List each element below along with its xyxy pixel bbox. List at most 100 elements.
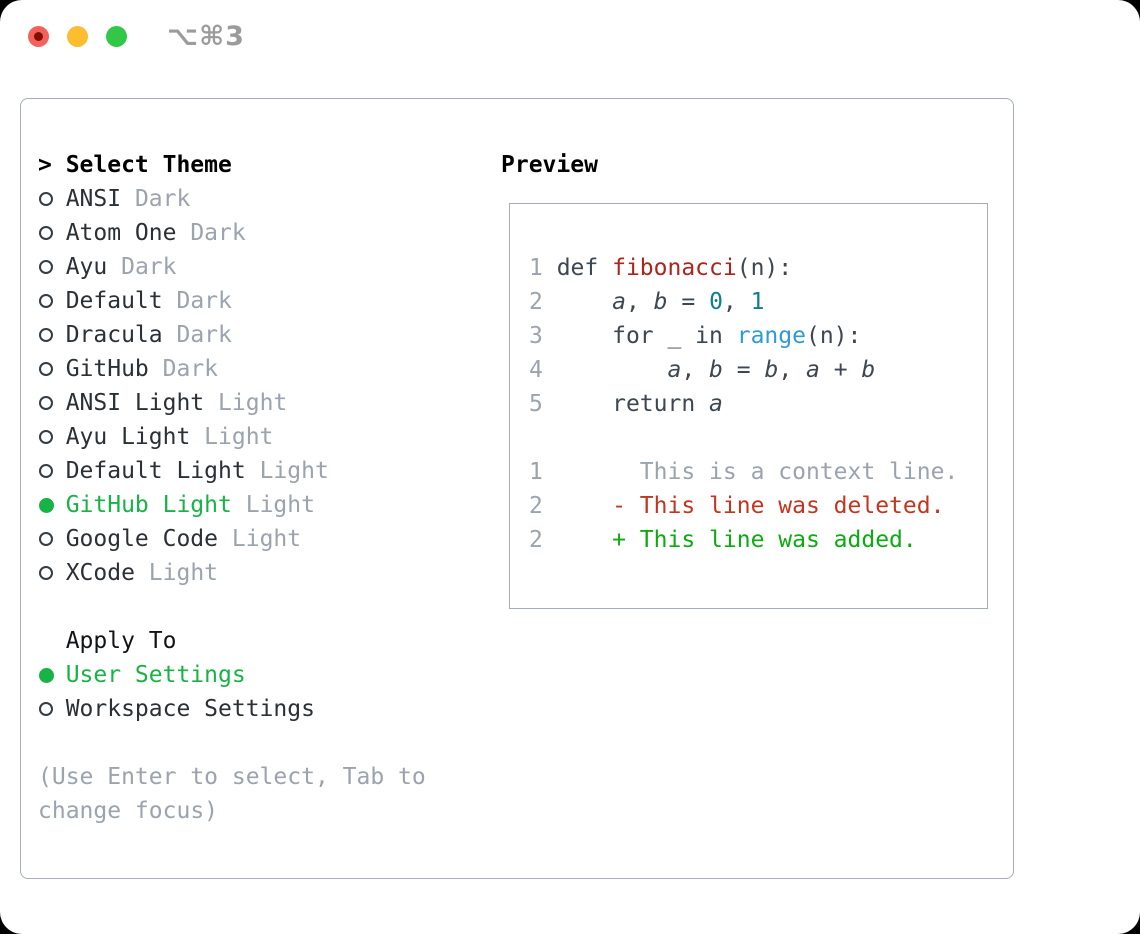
radio-icon	[39, 396, 53, 410]
code-line: 1 This is a context line.	[529, 455, 958, 489]
code-token: a	[667, 357, 682, 383]
theme-option-label: Ayu Dark	[65, 254, 177, 280]
code-token: 1	[750, 289, 765, 315]
theme-option-label: GitHub Dark	[65, 356, 219, 382]
radio-icon	[39, 464, 53, 478]
theme-option[interactable]: Default Light Light	[38, 454, 483, 488]
close-button[interactable]	[28, 26, 49, 47]
code-token: +	[819, 357, 862, 383]
radio-icon	[39, 532, 53, 546]
theme-option[interactable]: ANSI Dark	[38, 182, 483, 216]
code-line: 5 return a	[529, 387, 958, 421]
code-token: for _ in	[556, 323, 737, 349]
theme-option[interactable]: Atom One Dark	[38, 216, 483, 250]
code-line: 3 for _ in range(n):	[529, 319, 958, 353]
code-token: This is a context line.	[556, 459, 959, 485]
theme-option[interactable]: ANSI Light Light	[38, 386, 483, 420]
code-token	[557, 357, 668, 383]
theme-option-label: Default Dark	[65, 288, 232, 314]
theme-option[interactable]: Ayu Light Light	[38, 420, 483, 454]
theme-option-label: Atom One Dark	[65, 220, 246, 246]
theme-panel-title: Select Theme	[65, 152, 232, 178]
code-token: fibonacci	[612, 255, 737, 281]
radio-icon	[39, 294, 53, 308]
code-line: 2 + This line was added.	[529, 523, 958, 557]
code-token: def	[556, 255, 613, 281]
code-line: 1 def fibonacci(n):	[529, 251, 958, 285]
radio-icon	[39, 566, 53, 580]
code-line: 4 a, b = b, a + b	[529, 353, 958, 387]
radio-icon	[39, 430, 53, 444]
titlebar: ⌥⌘3	[0, 0, 1140, 98]
theme-option-label: Ayu Light Light	[65, 424, 274, 450]
window-shortcut-label: ⌥⌘3	[167, 21, 245, 52]
apply-option-label: Workspace Settings	[65, 696, 315, 722]
code-line	[529, 421, 958, 455]
section-gap	[38, 590, 483, 624]
code-token: b	[653, 289, 668, 315]
radio-icon	[39, 260, 53, 274]
theme-option[interactable]: Google Code Light	[38, 522, 483, 556]
theme-option-label: GitHub Light Light	[65, 492, 315, 518]
code-line: 2 a, b = 0, 1	[529, 285, 958, 319]
code-token: ,	[681, 357, 710, 383]
code-token: b	[709, 357, 723, 383]
code-line: 2 - This line was deleted.	[529, 489, 958, 523]
line-number: 1	[529, 255, 557, 281]
theme-option-label: ANSI Light Light	[65, 390, 288, 416]
line-number: 3	[529, 323, 557, 349]
theme-option-label: ANSI Dark	[65, 186, 191, 212]
radio-icon	[39, 362, 53, 376]
apply-option[interactable]: User Settings	[38, 658, 483, 692]
code-token: b	[861, 357, 876, 383]
apply-to-title: Apply To	[65, 628, 177, 654]
code-token: =	[722, 357, 765, 383]
line-number: 2	[529, 527, 557, 553]
line-number: 2	[529, 289, 557, 315]
code-token: a	[709, 391, 723, 417]
code-token: + This line was added.	[556, 527, 917, 553]
code-token: (n):	[736, 255, 793, 281]
preview-title: Preview	[501, 152, 598, 178]
code-token: =	[667, 289, 710, 315]
code-token: - This line was deleted.	[556, 493, 945, 519]
theme-option-label: Google Code Light	[65, 526, 302, 552]
radio-selected-icon	[39, 497, 54, 513]
line-number: 2	[529, 493, 557, 519]
minimize-button[interactable]	[67, 26, 88, 47]
line-number: 5	[529, 391, 557, 417]
code-token: a	[806, 357, 820, 383]
preview-header: Preview	[501, 148, 598, 182]
code-token: return	[556, 391, 710, 417]
theme-option[interactable]: Ayu Dark	[38, 250, 483, 284]
zoom-button[interactable]	[106, 26, 127, 47]
radio-icon	[39, 226, 53, 240]
theme-option[interactable]: GitHub Light Light	[38, 488, 483, 522]
theme-option[interactable]: GitHub Dark	[38, 352, 483, 386]
code-token: ,	[625, 289, 654, 315]
apply-option[interactable]: Workspace Settings	[38, 692, 483, 726]
theme-option[interactable]: Default Dark	[38, 284, 483, 318]
code-token: ,	[778, 357, 807, 383]
code-token: 0	[709, 289, 723, 315]
theme-option-label: XCode Light	[65, 560, 219, 586]
code-token	[557, 289, 612, 315]
code-token: a	[612, 289, 626, 315]
line-number: 1	[529, 459, 557, 485]
radio-icon	[39, 702, 53, 716]
apply-to-header: Apply To	[38, 624, 483, 658]
radio-selected-icon	[39, 667, 54, 683]
apply-option-label: User Settings	[65, 662, 246, 688]
theme-option[interactable]: Dracula Dark	[38, 318, 483, 352]
code-token: ,	[722, 289, 751, 315]
theme-option[interactable]: XCode Light	[38, 556, 483, 590]
section-gap	[38, 726, 483, 760]
hint-text: (Use Enter to select, Tab to change focu…	[38, 764, 426, 824]
line-number: 4	[529, 357, 557, 383]
